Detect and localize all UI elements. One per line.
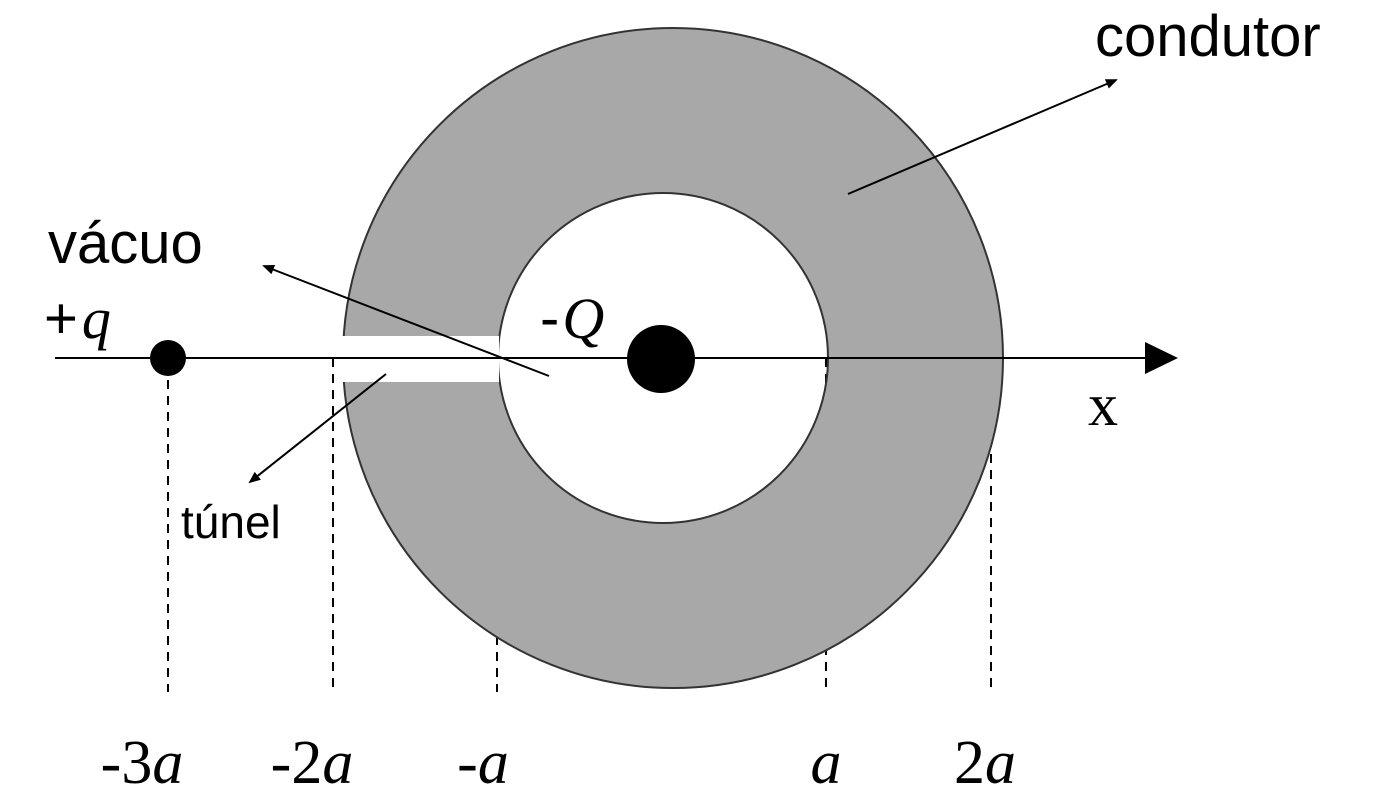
tunnel-leader-arrow bbox=[248, 373, 387, 484]
positive-charge-dot bbox=[150, 340, 186, 376]
positive-charge-symbol: q bbox=[82, 286, 111, 351]
negative-sign: - bbox=[540, 286, 559, 351]
negative-charge-dot bbox=[627, 325, 695, 393]
tick-label-minus-a: -a bbox=[457, 729, 509, 797]
tick-labels: -3a -2a -a a 2a bbox=[101, 729, 1016, 797]
x-axis-arrowhead bbox=[1145, 342, 1178, 374]
tick-label-minus-3a: -3a bbox=[101, 729, 184, 797]
negative-charge-label: -Q bbox=[540, 286, 604, 351]
negative-charge-symbol: Q bbox=[562, 286, 604, 351]
conductor-label: condutor bbox=[1095, 4, 1321, 69]
tick-label-a: a bbox=[811, 729, 842, 797]
conductor-leader-arrow bbox=[847, 79, 1118, 195]
vacuum-label: vácuo bbox=[48, 211, 203, 276]
tick-label-minus-2a: -2a bbox=[271, 729, 354, 797]
vacuum-leader-arrow bbox=[262, 264, 550, 377]
positive-charge-label: +q bbox=[44, 286, 111, 351]
axis-label: x bbox=[1088, 372, 1118, 438]
tick-label-2a: 2a bbox=[954, 729, 1016, 797]
tunnel-label: túnel bbox=[181, 496, 281, 548]
positive-sign: + bbox=[44, 286, 78, 351]
